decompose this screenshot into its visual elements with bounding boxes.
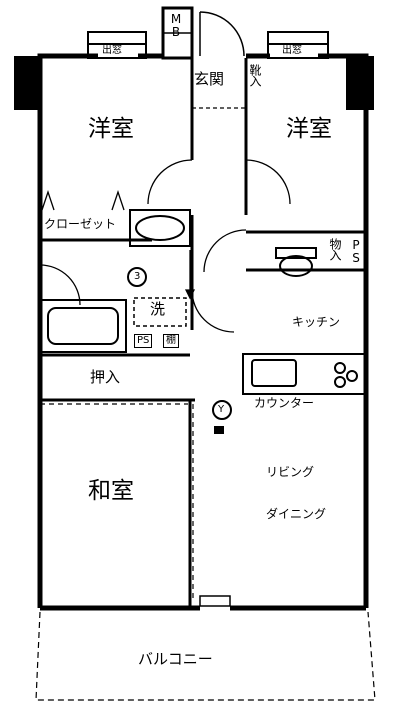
label-kitchen: キッチン [292, 315, 341, 329]
label-bay-window-right: 出窓 [282, 45, 302, 56]
label-living-line2: ダイニング [266, 507, 327, 521]
balcony-door [199, 595, 231, 607]
label-closet: クローゼット [44, 217, 117, 231]
label-washroom: 洗 [150, 300, 166, 318]
room-western-right: 洋室 [286, 116, 332, 142]
fusuma-lines [40, 403, 194, 600]
label-shoe-closet: 靴入 [248, 64, 262, 86]
intercom-glyph: Y [218, 404, 225, 415]
washing-machine-icon [127, 267, 147, 287]
label-storage: 物入 [328, 238, 342, 260]
bay-window-left-frame [87, 31, 147, 59]
label-pipe-space-left: PS [134, 334, 153, 348]
room-japanese: 和室 [88, 478, 134, 504]
label-pipe-space-right: PS [349, 238, 363, 264]
kitchen-counter [242, 353, 367, 395]
label-balcony: バルコニー [138, 650, 213, 668]
closet-door-marks [41, 189, 125, 211]
label-oshiire: 押入 [90, 368, 121, 386]
column-top-right [346, 56, 374, 110]
label-bay-window-left: 出窓 [102, 45, 122, 56]
entrance-door [199, 11, 245, 57]
washroom-area [133, 297, 187, 327]
balcony-outline [35, 611, 376, 701]
label-entrance: 玄関 [194, 70, 225, 88]
wash-basin [129, 209, 191, 247]
toilet [275, 247, 317, 277]
interior-walls [40, 58, 366, 608]
label-shelf: 棚 [163, 334, 179, 348]
label-counter: カウンター [254, 396, 315, 410]
label-living-line1: リビング [266, 465, 315, 479]
room-western-left: 洋室 [88, 116, 134, 142]
door-swings [39, 159, 291, 333]
entry-arrow [184, 250, 196, 300]
bay-window-right-frame [267, 31, 329, 59]
column-top-left [14, 56, 40, 110]
washing-machine-number: 3 [134, 271, 141, 282]
label-meter-box: MB [169, 12, 183, 38]
bathtub [39, 299, 127, 353]
intercom-icon [212, 400, 232, 420]
